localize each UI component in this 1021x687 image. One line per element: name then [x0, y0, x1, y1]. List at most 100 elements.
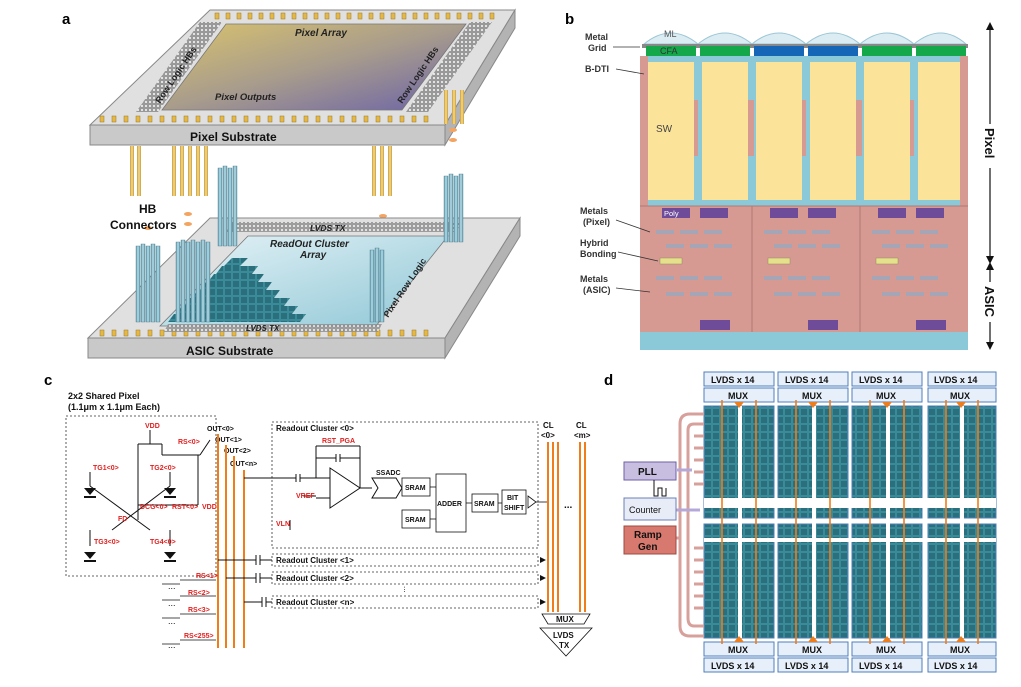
panel-c: c 2x2 Shared Pixel (1.1μm x 1.1μm Each) … — [44, 372, 593, 657]
bottom-lvds-4: LVDS x 14 — [934, 661, 977, 671]
hb-connectors-label-2: Connectors — [110, 218, 177, 232]
asic-axis-arrow-down — [986, 342, 994, 350]
tg3-label: TG3<0> — [94, 539, 120, 546]
row-logic-strip-left — [136, 22, 222, 112]
readout-block-stack — [168, 258, 306, 322]
b-dti-label: B-DTI — [585, 64, 609, 74]
asic-substrate-side — [444, 216, 521, 360]
micro-lenses — [642, 32, 968, 45]
adder-label: ADDER — [437, 501, 462, 508]
bit-label-2: SHIFT — [504, 505, 525, 512]
ssadc-label: SSADC — [376, 470, 401, 477]
bottom-lvds-2: LVDS x 14 — [785, 661, 828, 671]
lvds-tx-bottom-strip — [164, 324, 382, 332]
readout-array-label-2: Array — [299, 250, 327, 261]
ramp-gen-block — [623, 525, 677, 555]
counter-label: Counter — [629, 505, 661, 515]
poly-blocks — [662, 208, 946, 330]
lvds-tx-block — [539, 627, 593, 657]
top-lvds-2: LVDS x 14 — [785, 375, 828, 385]
rst-pga-label: RST_PGA — [322, 438, 355, 445]
rs-dots-4: ... — [168, 640, 176, 650]
bottom-lvds-1: LVDS x 14 — [711, 661, 754, 671]
bottom-mux-4: MUX — [950, 645, 970, 655]
cluster-arrows — [540, 557, 546, 605]
hb-connectors-label-1: HB — [139, 202, 157, 216]
top-mux-2: MUX — [802, 391, 822, 401]
pixel-axis-arrow-down — [986, 256, 994, 264]
row-bus — [654, 412, 704, 638]
asic-bond-pads — [99, 329, 429, 337]
panel-a-letter: a — [62, 11, 71, 28]
pixel-array-blocks — [703, 405, 997, 639]
lvds-tx-label-2: TX — [559, 641, 570, 650]
cl0-label-1: CL — [543, 421, 554, 430]
cfa-label: CFA — [660, 46, 678, 56]
cl0-label-2: <0> — [541, 431, 555, 440]
ramp-gen-label-2: Gen — [638, 542, 657, 553]
pixel-axis-mask — [983, 124, 999, 168]
out2-label: OUT<2> — [224, 448, 251, 455]
metal-grid-label-2: Grid — [588, 43, 607, 53]
panel-d-letter: d — [604, 372, 613, 389]
pixel-array — [161, 23, 467, 111]
pixel-title-1: 2x2 Shared Pixel — [68, 391, 140, 401]
metals-asic-label-2: (ASIC) — [583, 285, 611, 295]
rs-rows — [162, 579, 216, 645]
mux-connectors — [734, 402, 966, 642]
purple-links — [677, 468, 700, 512]
out0-label: OUT<0> — [207, 426, 234, 433]
cluster-vdots: ... — [402, 586, 411, 593]
fd-label: FD — [118, 516, 127, 523]
digital-blocks — [401, 473, 537, 533]
rs255-label: RS<255> — [184, 633, 214, 640]
hybrid-label-1: Hybrid — [580, 238, 609, 248]
bottom-mux-3: MUX — [876, 645, 896, 655]
bit-label-1: BIT — [507, 495, 519, 502]
readout-cluster-0-label: Readout Cluster <0> — [276, 424, 354, 433]
b-dti-pointer — [615, 68, 645, 75]
clock-waveform — [653, 480, 667, 497]
bottom-mux-2: MUX — [802, 645, 822, 655]
tg4-label: TG4<0> — [150, 539, 176, 546]
asic-base — [640, 332, 968, 350]
metals-pixel-label-2: (Pixel) — [583, 217, 610, 227]
panel-c-letter: c — [44, 372, 52, 389]
bond-pads-top — [99, 12, 495, 123]
dti-edge-left — [640, 56, 648, 206]
hb-glow-dots — [144, 128, 457, 230]
mux-label: MUX — [556, 615, 574, 624]
pixel-schematic — [89, 430, 211, 546]
readout-cluster-1-label: Readout Cluster <1> — [276, 556, 354, 565]
ml-label: ML — [664, 29, 677, 39]
pixel-substrate-label: Pixel Substrate — [190, 130, 277, 144]
pll-label: PLL — [638, 467, 657, 478]
dcg-label: DCG<0> — [140, 504, 168, 511]
vdd-label: VDD — [145, 423, 160, 430]
rst-label: RST<0> — [172, 504, 198, 511]
rs0-label: RS<0> — [178, 439, 200, 446]
rs2-label: RS<2> — [188, 590, 210, 597]
hybrid-pointer — [617, 251, 659, 262]
sram-3-label: SRAM — [474, 501, 495, 508]
mux-block — [541, 613, 591, 625]
readout-array-label-1: ReadOut Cluster — [270, 239, 350, 250]
pixel-title-2: (1.1μm x 1.1μm Each) — [68, 402, 160, 412]
dti-lines — [694, 100, 914, 156]
outn-label: OUT<n> — [230, 461, 257, 468]
lvds-tx-top-label: LVDS TX — [310, 223, 347, 233]
metal-grid-bar — [642, 44, 968, 48]
readout-cluster-n-label: Readout Cluster <n> — [276, 598, 355, 607]
asic-axis-mask — [983, 282, 999, 322]
sw-columns — [648, 62, 960, 200]
cluster-caps — [218, 555, 272, 607]
top-lvds-1: LVDS x 14 — [711, 375, 754, 385]
top-mux-1: MUX — [728, 391, 748, 401]
metal-traces — [656, 230, 948, 296]
metals-pixel-pointer — [615, 219, 651, 233]
metals-asic-pointer — [615, 287, 651, 293]
readout-cluster-0-box — [271, 421, 539, 549]
vdd2-label: VDD — [202, 504, 217, 511]
metal-grid-label-1: Metal — [585, 32, 608, 42]
